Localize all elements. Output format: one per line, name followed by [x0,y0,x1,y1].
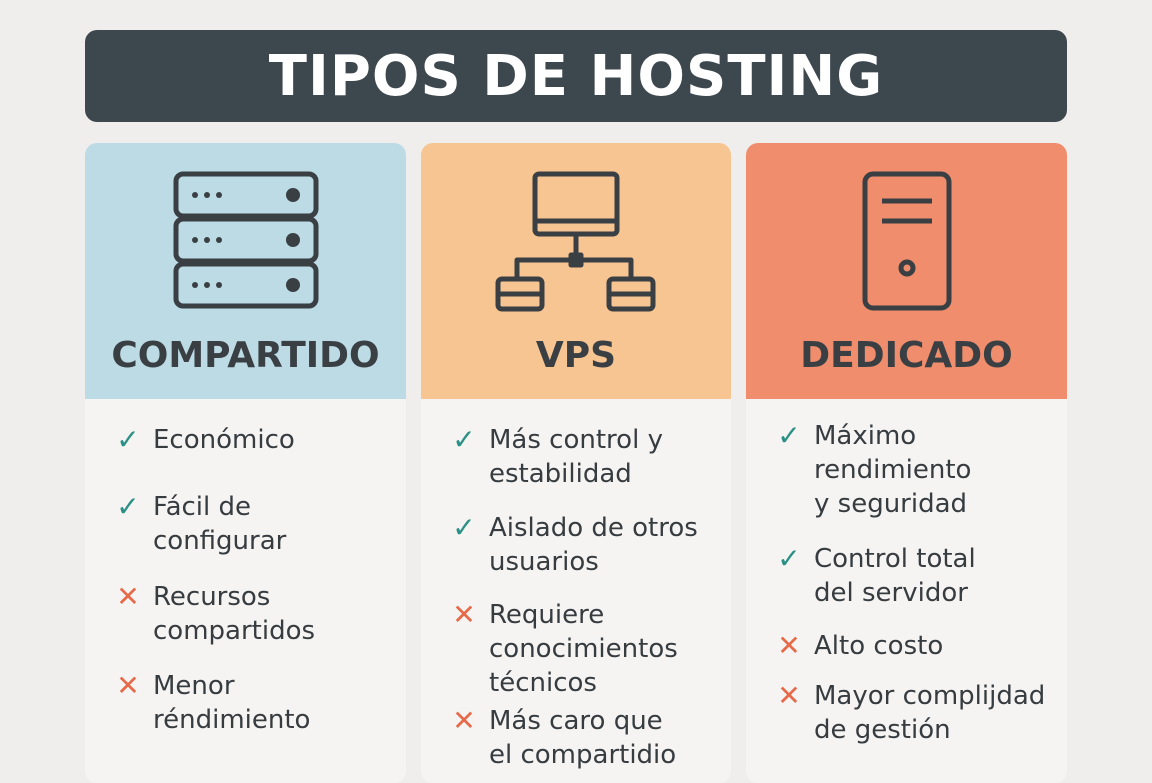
list-item: ✕ Más caro que el compartidio [449,704,676,772]
check-icon: ✓ [777,419,801,452]
check-icon: ✓ [452,511,476,544]
list-item: ✕ Mayor complijdad de gestión [774,679,1045,747]
column-header-vps: VPS [421,143,731,399]
server-rack-icon [173,171,318,309]
cross-icon: ✕ [452,598,476,631]
column-list: ✓ Más control y estabilidad ✓ Aislado de… [421,399,731,770]
list-item: ✓ Control total del servidor [774,542,976,610]
list-item: ✓ Económico [113,423,295,457]
list-item: ✓ Fácil de configurar [113,490,286,558]
page-title: TIPOS DE HOSTING [268,43,884,109]
column-title: DEDICADO [800,335,1013,376]
item-text: Fácil de configurar [153,492,287,556]
cross-icon: ✕ [116,669,140,702]
list-item: ✕ Recursos compartidos [113,580,315,648]
item-text: Alto costo [814,631,944,661]
column-dedicated: DEDICADO ✓ Máximo rendimiento y segurida… [746,143,1067,783]
cross-icon: ✕ [777,679,801,712]
cross-icon: ✕ [452,704,476,737]
item-text: Más control y estabilidad [489,425,663,489]
column-list: ✓ Máximo rendimiento y seguridad ✓ Contr… [746,399,1067,745]
list-item: ✓ Aislado de otros usuarios [449,511,698,579]
item-text: Menor réndimiento [153,671,311,735]
item-text: Más caro que el compartidio [489,706,677,770]
column-vps: VPS ✓ Más control y estabilidad ✓ Aislad… [421,143,731,783]
list-item: ✕ Requiere conocimientos técnicos [449,598,678,700]
tower-server-icon [862,171,951,311]
check-icon: ✓ [452,423,476,456]
cross-icon: ✕ [116,580,140,613]
column-title: COMPARTIDO [111,335,380,376]
column-header-shared: COMPARTIDO [85,143,406,399]
column-list: ✓ Económico ✓ Fácil de configurar ✕ Recu… [85,399,406,735]
column-shared: COMPARTIDO ✓ Económico ✓ Fácil de config… [85,143,406,783]
column-title: VPS [535,335,617,376]
item-text: Control total del servidor [814,544,976,608]
network-monitor-icon [495,171,656,312]
list-item: ✓ Más control y estabilidad [449,423,663,491]
column-header-dedicated: DEDICADO [746,143,1067,399]
list-item: ✕ Alto costo [774,629,943,663]
check-icon: ✓ [777,542,801,575]
check-icon: ✓ [116,423,140,456]
list-item: ✓ Máximo rendimiento y seguridad [774,419,971,521]
item-text: Mayor complijdad de gestión [814,681,1046,745]
item-text: Requiere conocimientos técnicos [489,600,678,698]
item-text: Máximo rendimiento y seguridad [814,421,972,519]
item-text: Económico [153,425,295,455]
item-text: Recursos compartidos [153,582,316,646]
item-text: Aislado de otros usuarios [489,513,698,577]
check-icon: ✓ [116,490,140,523]
cross-icon: ✕ [777,629,801,662]
list-item: ✕ Menor réndimiento [113,669,310,737]
title-bar: TIPOS DE HOSTING [85,30,1067,122]
